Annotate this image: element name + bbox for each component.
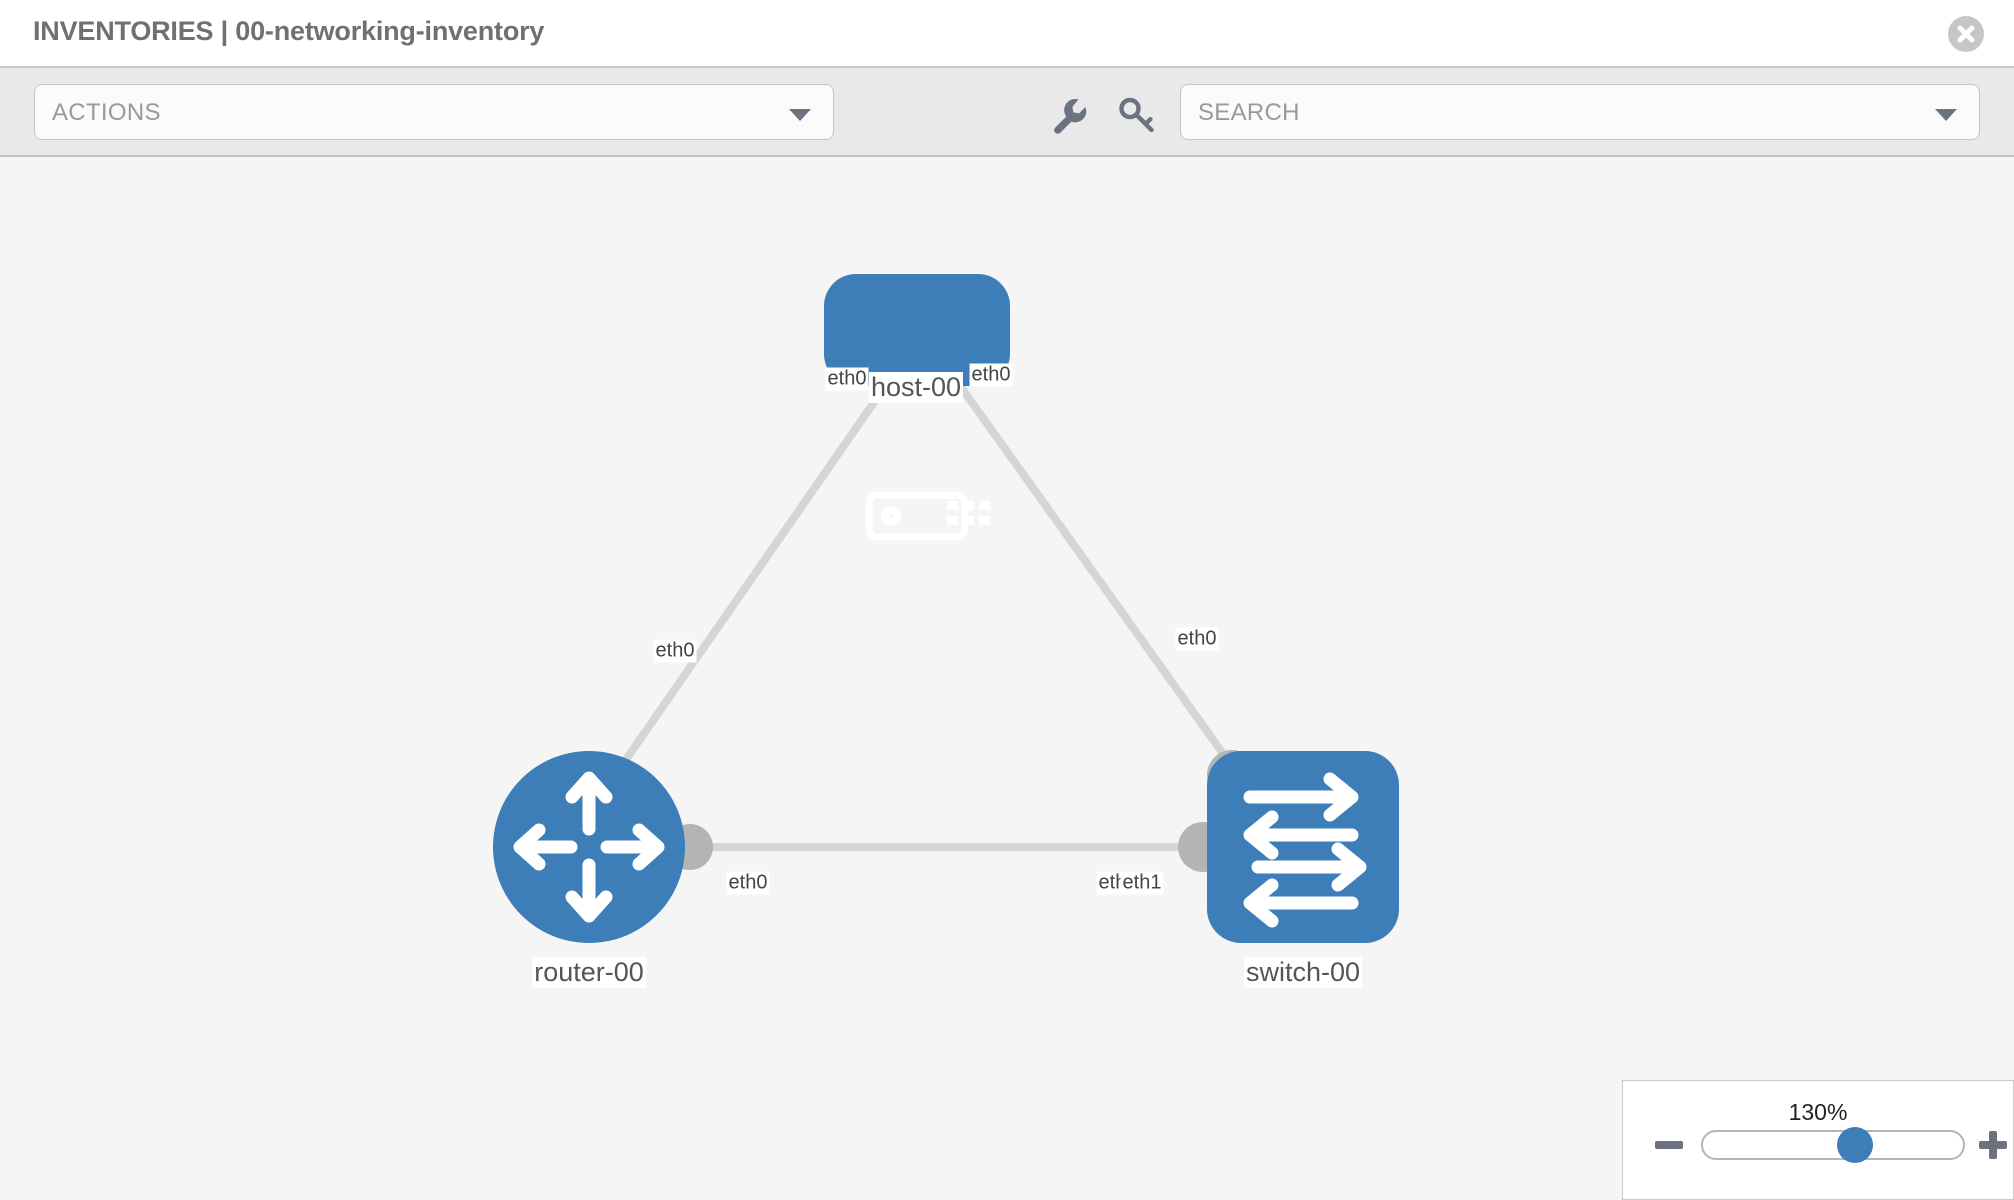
topology-ports [667, 326, 1257, 872]
topology-graph [493, 274, 1399, 943]
node-switch-00[interactable] [1207, 751, 1399, 943]
switch-icon [1243, 772, 1367, 928]
actions-dropdown[interactable]: ACTIONS [34, 84, 834, 140]
key-icon[interactable] [1115, 93, 1159, 137]
search-placeholder: SEARCH [1198, 99, 1300, 126]
zoom-out-button[interactable] [1655, 1141, 1683, 1149]
search-input[interactable]: SEARCH [1180, 84, 1980, 140]
wrench-icon[interactable] [1047, 93, 1091, 137]
title-bar: INVENTORIES | 00-networking-inventory [0, 0, 2014, 68]
page-title: INVENTORIES | 00-networking-inventory [33, 16, 545, 46]
node-label-switch: switch-00 [1243, 957, 1363, 988]
interface-label: eth0 [726, 871, 770, 895]
zoom-in-button[interactable] [1979, 1131, 2007, 1159]
topology-canvas[interactable]: host-00 router-00 switch-00 eth0 eth0 et… [0, 157, 2014, 1200]
interface-label: eth0 [653, 639, 697, 663]
link-host-switch [939, 359, 1253, 793]
topology-links [596, 359, 1253, 851]
node-label-router: router-00 [532, 957, 646, 988]
interface-label: eth0 [1175, 627, 1219, 651]
interface-label: eth0 [969, 363, 1013, 387]
node-router-00[interactable] [493, 751, 685, 943]
interface-label: eth0 [825, 367, 869, 391]
actions-dropdown-label: ACTIONS [52, 99, 161, 126]
zoom-level-label: 130% [1788, 1099, 1848, 1125]
zoom-control-panel: 130% [1622, 1080, 2014, 1200]
zoom-slider-thumb[interactable] [1837, 1127, 1873, 1163]
node-label-host: host-00 [868, 372, 964, 403]
zoom-slider[interactable] [1701, 1130, 1965, 1160]
chevron-down-icon [789, 109, 811, 121]
link-host-router [596, 359, 906, 800]
close-icon[interactable] [1948, 16, 1984, 52]
interface-label: eth1 [1120, 871, 1164, 895]
router-icon [513, 771, 665, 923]
chevron-down-icon [1935, 109, 1957, 121]
node-host-00[interactable] [824, 274, 1010, 541]
